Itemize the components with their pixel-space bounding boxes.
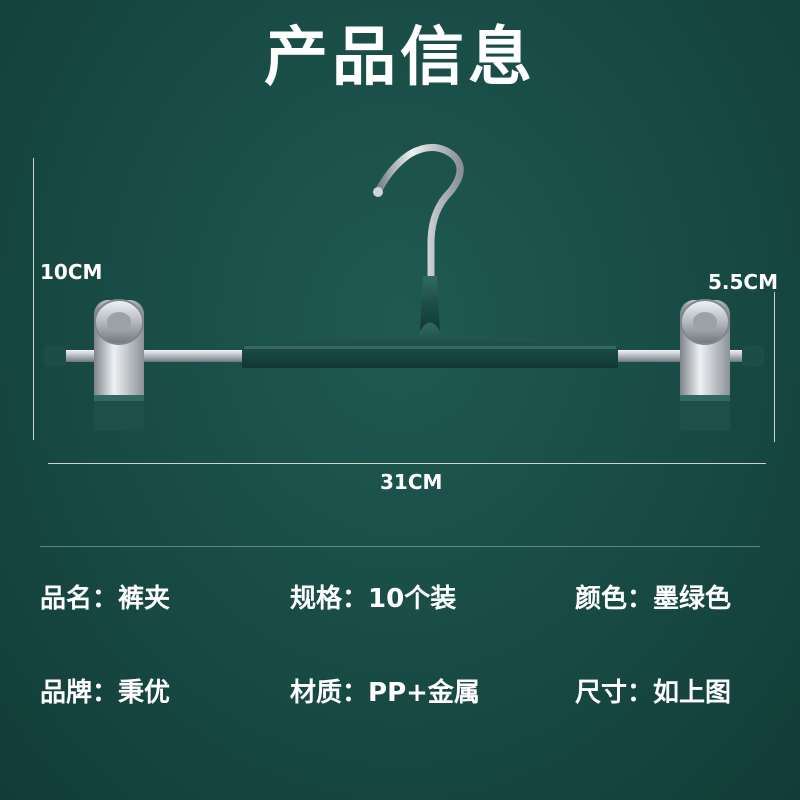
spec-label: 规格： [290, 584, 369, 614]
spec-value: 墨绿色 [653, 584, 732, 614]
width-dimension-label: 31CM [380, 470, 443, 494]
divider [40, 546, 760, 547]
hook [376, 144, 464, 284]
spec-value: 如上图 [653, 678, 732, 708]
page-title: 产品信息 [264, 21, 536, 95]
spec-label: 品名： [40, 584, 119, 614]
spec-value: 秉优 [118, 678, 171, 708]
left-clip [94, 299, 144, 431]
spec-label: 材质： [290, 678, 369, 708]
width-dimension-line [48, 463, 766, 464]
center-bar [242, 322, 618, 368]
spec-package: 规格：10个装 [290, 578, 456, 615]
spec-label: 颜色： [575, 584, 654, 614]
center-bar-highlight [244, 346, 616, 349]
spec-row-1: 品名：裤夹 规格：10个装 颜色：墨绿色 [40, 578, 770, 618]
hanger-product-image [44, 144, 764, 431]
height-dimension-label: 10CM [40, 260, 103, 284]
spec-value: 10个装 [368, 584, 457, 614]
spec-material: 材质：PP+金属 [290, 672, 480, 709]
spec-label: 尺寸： [575, 678, 654, 708]
spec-color: 颜色：墨绿色 [575, 578, 731, 615]
left-end-cap [44, 345, 66, 367]
hook-tip [373, 187, 383, 197]
right-end-cap [742, 345, 764, 367]
height-dimension-line [33, 158, 34, 440]
spec-value: 裤夹 [118, 584, 171, 614]
hanger-neck [420, 276, 440, 332]
clip-height-dimension-line [774, 292, 775, 442]
spec-label: 品牌： [40, 678, 119, 708]
clip-height-dimension-label: 5.5CM [708, 270, 779, 294]
spec-row-2: 品牌：秉优 材质：PP+金属 尺寸：如上图 [40, 672, 770, 712]
spec-value: PP+金属 [368, 678, 480, 708]
spec-size: 尺寸：如上图 [575, 672, 731, 709]
spec-brand: 品牌：秉优 [40, 672, 170, 709]
spec-product-name: 品名：裤夹 [40, 578, 170, 615]
right-clip [680, 299, 730, 431]
